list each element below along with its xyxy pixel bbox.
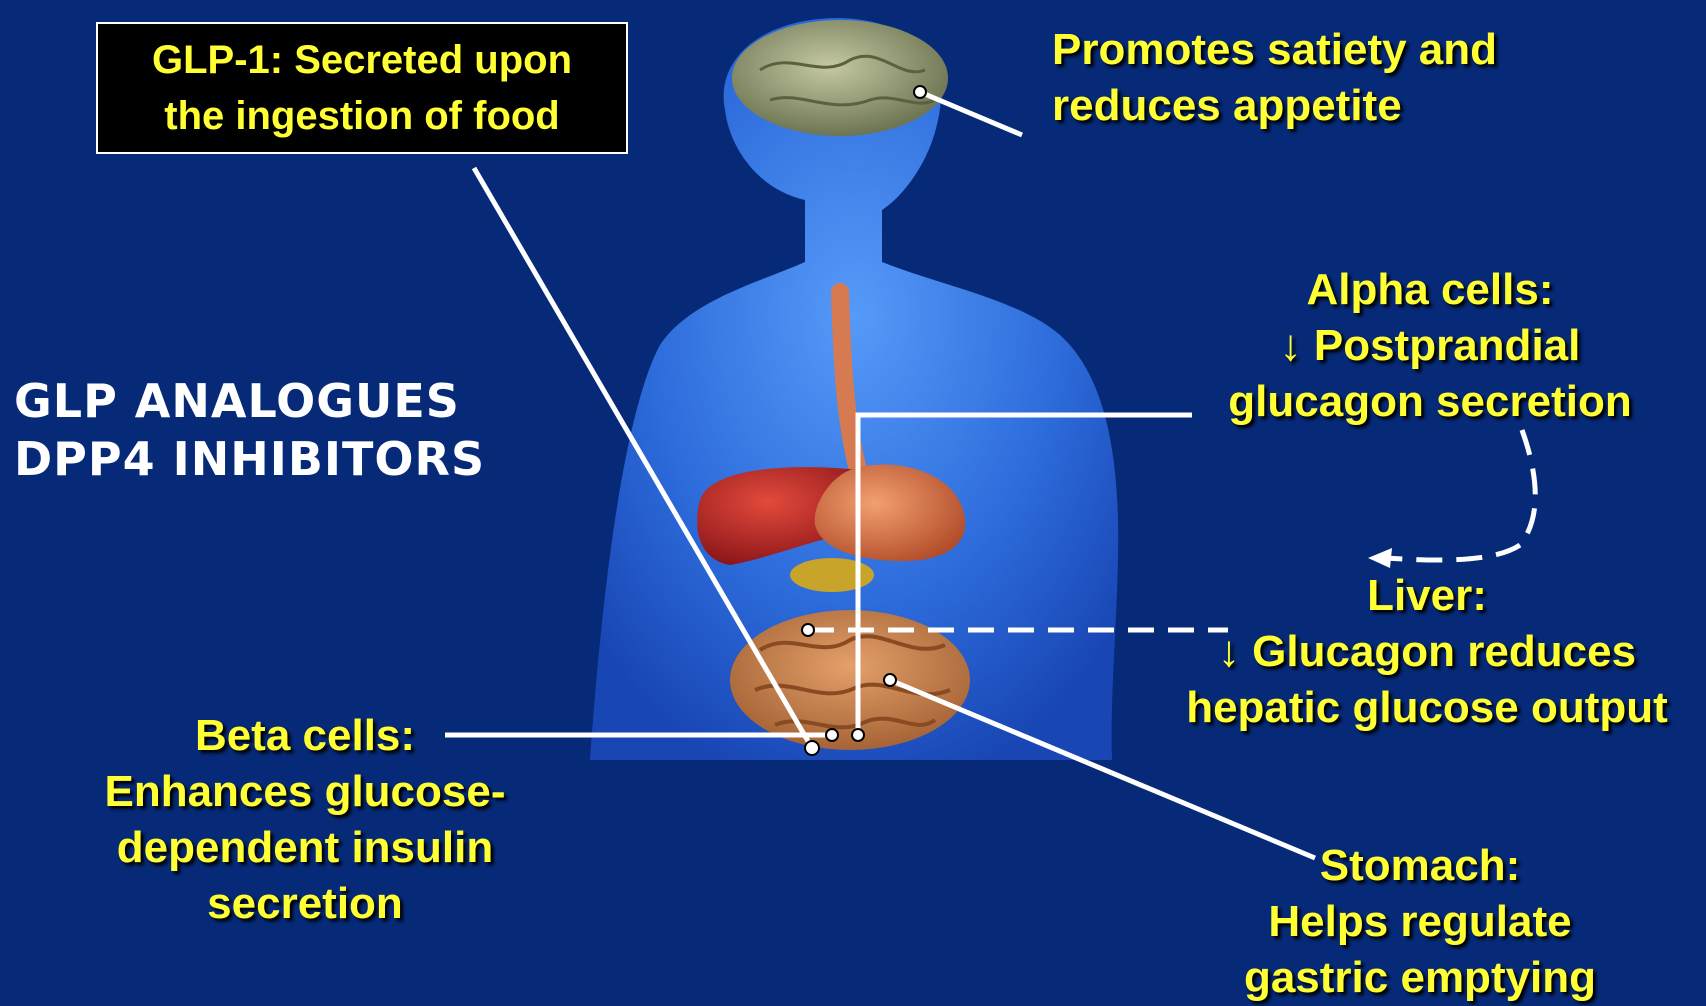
glp1-callout-box: GLP-1: Secreted upon the ingestion of fo…: [96, 22, 628, 154]
side-title: GLP ANALOGUES DPP4 INHIBITORS: [14, 372, 485, 488]
stomach-label: Stomach: Helps regulate gastric emptying: [1200, 838, 1640, 1006]
beta-label-line2: Enhances glucose-: [60, 764, 550, 820]
side-title-line1: GLP ANALOGUES: [14, 372, 485, 430]
arrowhead: [1368, 548, 1392, 568]
glp1-line2: the ingestion of food: [98, 88, 626, 144]
stomach-label-line2: Helps regulate: [1200, 894, 1640, 950]
brain: [732, 20, 948, 136]
alpha-cells-label: Alpha cells: ↓ Postprandial glucagon sec…: [1200, 262, 1660, 430]
glp1-line1: GLP-1: Secreted upon: [98, 32, 626, 88]
brain-label-line2: reduces appetite: [1052, 78, 1497, 134]
beta-label-line4: secretion: [60, 876, 550, 932]
liver-label-line3: hepatic glucose output: [1162, 680, 1692, 736]
alpha-label-line3: glucagon secretion: [1200, 374, 1660, 430]
alpha-to-liver-arrow: [1385, 430, 1535, 560]
alpha-label-line1: Alpha cells:: [1200, 262, 1660, 318]
brain-label-line1: Promotes satiety and: [1052, 22, 1497, 78]
alpha-label-line2: ↓ Postprandial: [1200, 318, 1660, 374]
side-title-line2: DPP4 INHIBITORS: [14, 430, 485, 488]
stomach-label-line3: gastric emptying: [1200, 950, 1640, 1006]
beta-cells-label: Beta cells: Enhances glucose- dependent …: [60, 708, 550, 932]
liver-label-line2: ↓ Glucagon reduces: [1162, 624, 1692, 680]
brain-label: Promotes satiety and reduces appetite: [1052, 22, 1497, 134]
pancreas: [790, 558, 874, 592]
beta-label-line1: Beta cells:: [60, 708, 550, 764]
liver-label-line1: Liver:: [1162, 568, 1692, 624]
beta-label-line3: dependent insulin: [60, 820, 550, 876]
liver-label: Liver: ↓ Glucagon reduces hepatic glucos…: [1162, 568, 1692, 736]
stomach-label-line1: Stomach:: [1200, 838, 1640, 894]
